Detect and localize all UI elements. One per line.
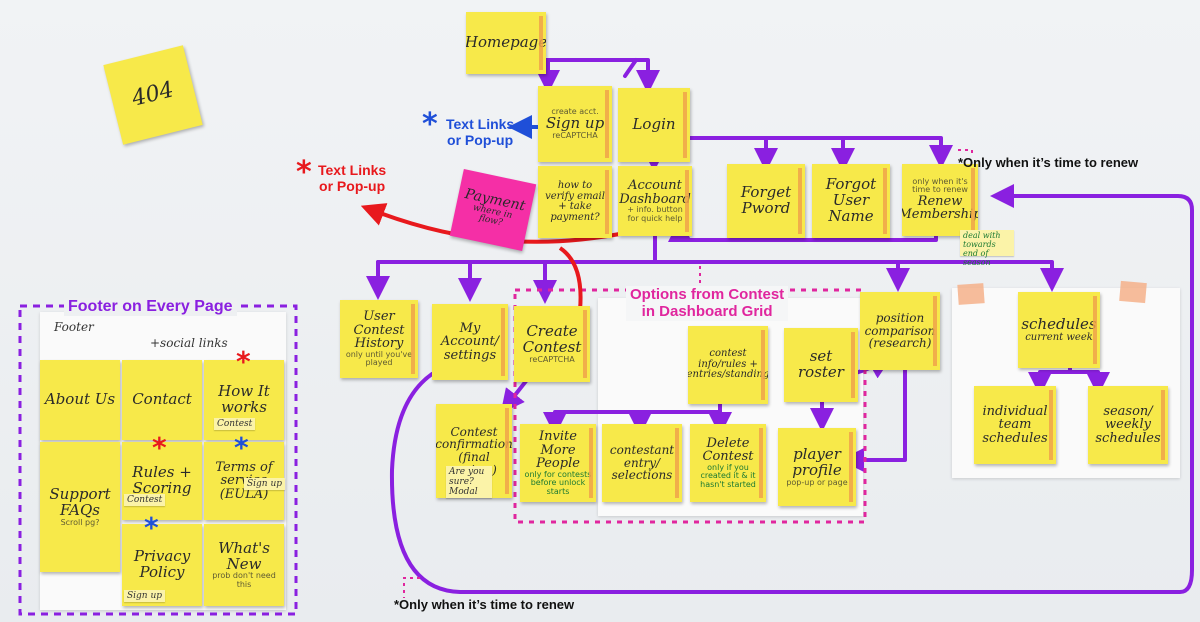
note-weekly-schedules: season/ weekly schedules — [1088, 386, 1168, 464]
note-team-schedules: individual team schedules — [974, 386, 1056, 464]
note-contact: Contact — [122, 360, 202, 440]
note-rules-scoring: Rules + Scoring — [122, 442, 202, 520]
note-homepage: Homepage — [466, 12, 546, 74]
note-my-account: My Account/ settings — [432, 304, 508, 380]
red-star-icon: * — [152, 431, 167, 464]
only-renew-bottom-label: *Only when it’s time to renew — [394, 597, 575, 612]
note-contestant-entry: contestant entry/ selections — [602, 424, 682, 502]
note-position-comparison: position comparison (research) — [860, 292, 940, 370]
mini-terms-signup: Sign up — [244, 478, 286, 490]
blue-star-icon: * — [144, 511, 159, 544]
mini-rules-contest: Contest — [124, 494, 166, 506]
options-grid-label: Options from Contest in Dashboard Grid — [626, 286, 789, 321]
mini-renew-deal: deal with towards end of season — [960, 230, 1014, 267]
blue-star-icon: * — [234, 431, 249, 464]
mini-are-you-sure: Are you sure? Modal — [446, 466, 492, 498]
footer-label: Footer — [54, 320, 94, 334]
note-login: Login — [618, 88, 690, 162]
note-about-us: About Us — [40, 360, 120, 440]
mini-how-contest: Contest — [214, 418, 256, 430]
mini-privacy-signup: Sign up — [124, 590, 166, 602]
note-contest-info: contest info/rules + entries/standing — [688, 326, 768, 404]
note-set-roster: set roster — [784, 328, 858, 402]
text-links-red-label: Text Links or Pop-up — [318, 162, 387, 195]
social-links-label: +social links — [150, 336, 228, 350]
note-forgot-user-name: Forgot User Name — [812, 164, 890, 238]
footer-every-page-label: Footer on Every Page — [64, 298, 237, 317]
note-forget-pword: Forget Pword — [727, 164, 805, 238]
note-verify-email: how to verify email + take payment? — [538, 166, 612, 238]
red-star-icon: * — [296, 155, 312, 190]
red-star-icon: * — [236, 345, 251, 378]
text-links-blue-label: Text Links or Pop-up — [446, 116, 515, 149]
note-account-dashboard: Account Dashboard+ info. button for quic… — [618, 166, 692, 236]
only-renew-right-label: *Only when it’s time to renew — [958, 155, 1139, 170]
blue-star-icon: * — [422, 107, 438, 142]
